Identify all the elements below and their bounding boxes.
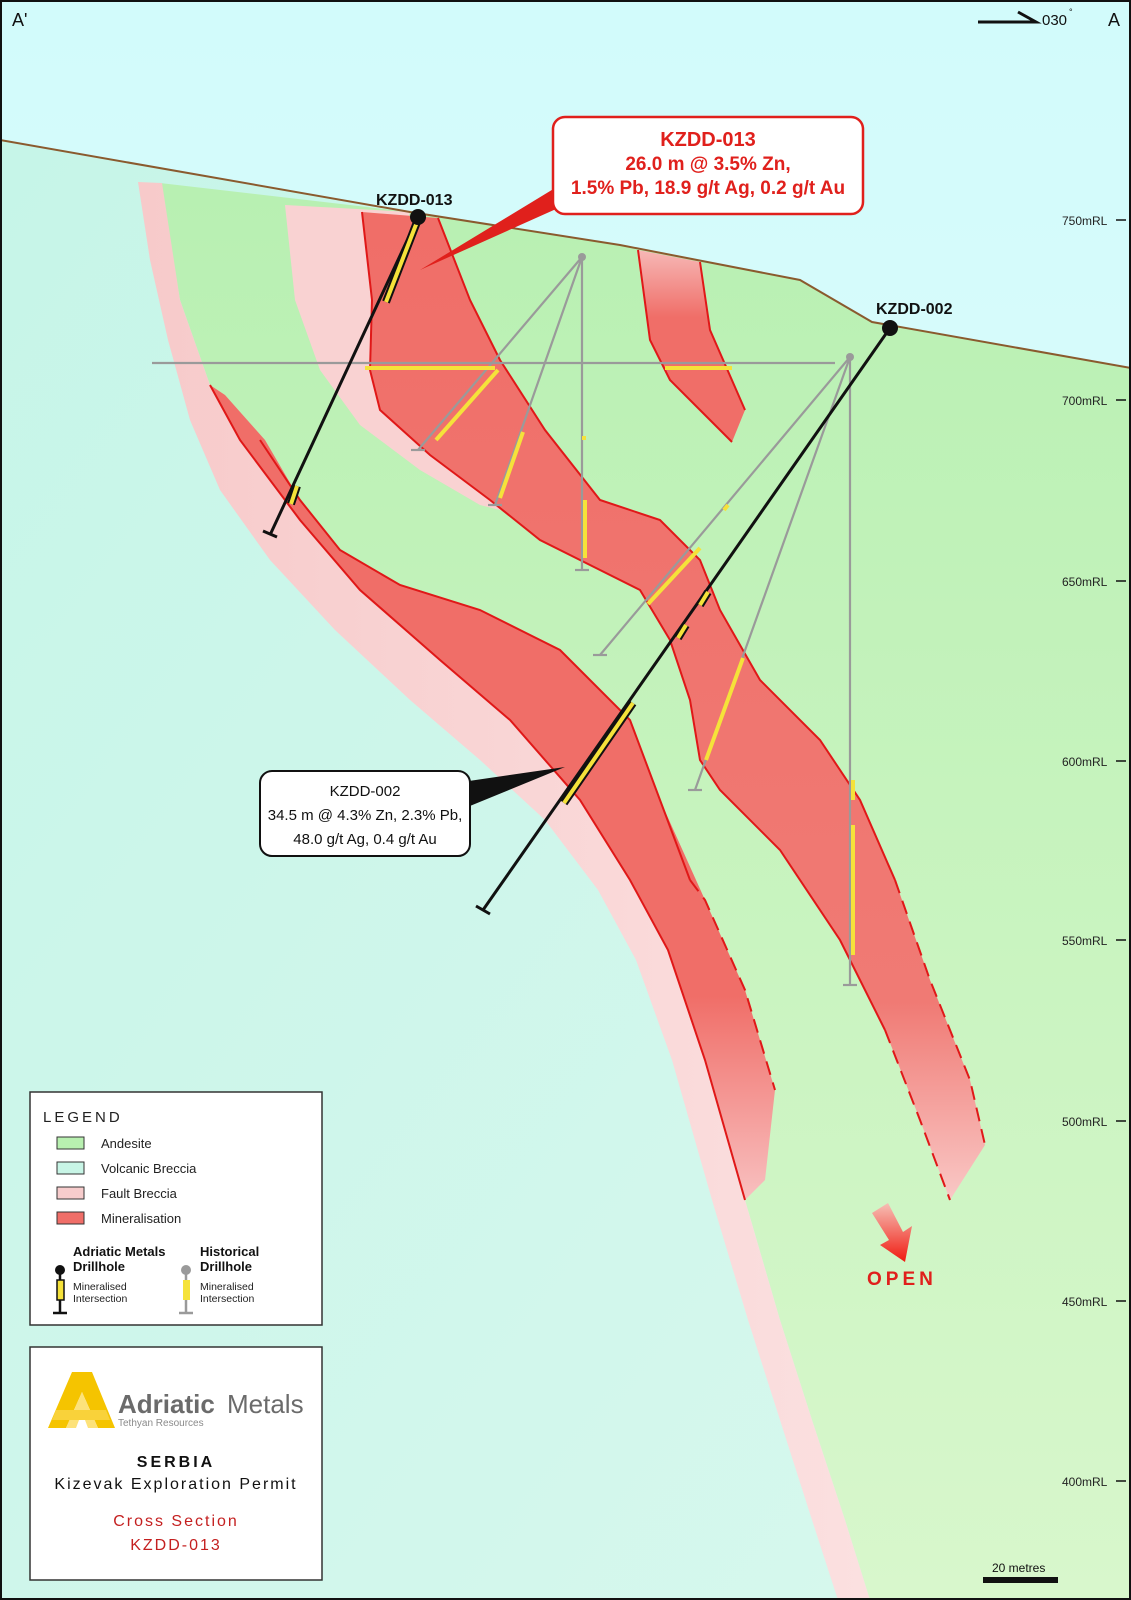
section-end-label: A [1108,10,1120,30]
legend-label-fault-breccia: Fault Breccia [101,1186,178,1201]
historical-intersections [365,366,855,955]
title-block: Adriatic Metals Tethyan Resources SERBIA… [29,1346,323,1581]
legend-label-andesite: Andesite [101,1136,152,1151]
lens-contact-right [699,261,746,411]
legend-title: LEGEND [43,1109,123,1126]
legend-label-mineralisation: Mineralisation [101,1211,181,1226]
fault-breccia-outer [138,182,870,1600]
elevation-label: 550mRL [1062,934,1108,948]
logo-subtitle: Tethyan Resources [118,1418,204,1429]
legend-adriatic-drillhole-symbol [53,1265,67,1315]
mineralisation-upper-band [362,212,985,1200]
upper-band-footwall-inferred [884,1029,951,1201]
kzdd013-label: KZDD-013 [376,192,453,209]
kzdd013-callout-line3: 1.5% Pb, 18.9 g/t Ag, 0.2 g/t Au [571,178,845,199]
legend-adriatic-title1: Adriatic Metals [73,1244,165,1259]
adriatic-intersections [287,220,712,806]
adriatic-drillholes [262,216,892,916]
logo-word-metals: Metals [227,1389,304,1419]
open-arrow-icon [872,1203,912,1262]
azimuth-label: 030 [1042,12,1067,29]
open-label: OPEN [867,1269,937,1290]
kzdd013-callout-line2: 26.0 m @ 3.5% Zn, [625,154,790,175]
legend: LEGEND Andesite Volcanic Breccia Fault B… [29,1091,323,1326]
open-indicator: OPEN [867,1203,937,1290]
legend-swatch-andesite [56,1136,85,1150]
historical-collar [578,253,586,261]
elevation-label: 600mRL [1062,755,1108,769]
kzdd002-callout-line2: 34.5 m @ 4.3% Zn, 2.3% Pb, [268,807,463,824]
title-section-line1: Cross Section [113,1513,239,1530]
legend-historical-title2: Drillhole [200,1259,252,1274]
mineralisation-lower-band [210,385,775,1200]
lower-band-hangingwall-inferred [689,879,776,1091]
topography-line [0,139,1131,369]
legend-historical-mineralised1: Mineralised [200,1281,254,1293]
kzdd013-callout: KZDD-013 26.0 m @ 3.5% Zn, 1.5% Pb, 18.9… [420,115,865,270]
legend-adriatic-title2: Drillhole [73,1259,125,1274]
kzdd002-callout-line1: KZDD-002 [330,783,401,800]
kzdd013-collar [410,209,426,225]
lower-band-hangingwall-contact [259,439,691,881]
legend-historical-title1: Historical [200,1244,259,1259]
fault-breccia-upper [285,205,540,520]
kzdd002-label: KZDD-002 [876,301,953,318]
kzdd002-callout: KZDD-002 34.5 m @ 4.3% Zn, 2.3% Pb, 48.0… [259,767,565,857]
scale-bar: 20 metres [983,1561,1058,1583]
azimuth-degree: ° [1069,7,1073,17]
legend-swatch-volcanic-breccia [56,1161,85,1175]
legend-adriatic-mineralised1: Mineralised [73,1281,127,1293]
upper-band-footwall-contact [361,211,886,1031]
lower-band-footwall-contact [209,384,746,1201]
elevation-label: 700mRL [1062,394,1108,408]
mineralisation-lens [638,250,745,442]
kzdd002-collar [882,320,898,336]
upper-band-hangingwall-contact [437,217,896,881]
legend-historical-mineralised2: Intersection [200,1293,254,1305]
kzdd013-callout-line1: KZDD-013 [660,129,756,151]
logo-word-adriatic: Adriatic [118,1389,215,1419]
legend-adriatic-mineralised2: Intersection [73,1293,127,1305]
title-section-line2: KZDD-013 [130,1537,222,1554]
kzdd002-callout-line3: 48.0 g/t Ag, 0.4 g/t Au [293,831,436,848]
elevation-label: 750mRL [1062,214,1108,228]
lens-contact-left [637,249,733,443]
legend-label-volcanic-breccia: Volcanic Breccia [101,1161,197,1176]
legend-swatch-fault-breccia [56,1186,85,1200]
elevation-label: 650mRL [1062,575,1108,589]
elevation-label: 500mRL [1062,1115,1108,1129]
scale-bar-label: 20 metres [992,1561,1045,1575]
elevation-label: 400mRL [1062,1475,1108,1489]
historical-collar [846,353,854,361]
adriatic-metals-logo: Adriatic Metals Tethyan Resources [48,1372,304,1429]
title-country: SERBIA [137,1454,215,1471]
title-permit: Kizevak Exploration Permit [54,1476,297,1493]
upper-band-hangingwall-inferred [894,879,986,1146]
elevation-axis: 750mRL 700mRL 650mRL 600mRL 550mRL 500mR… [1062,214,1126,1489]
elevation-label: 450mRL [1062,1295,1108,1309]
legend-historical-drillhole-symbol [179,1265,193,1315]
legend-swatch-mineralisation [56,1211,85,1225]
azimuth-indicator: 030 ° [978,7,1073,29]
section-start-label: A' [12,10,27,30]
